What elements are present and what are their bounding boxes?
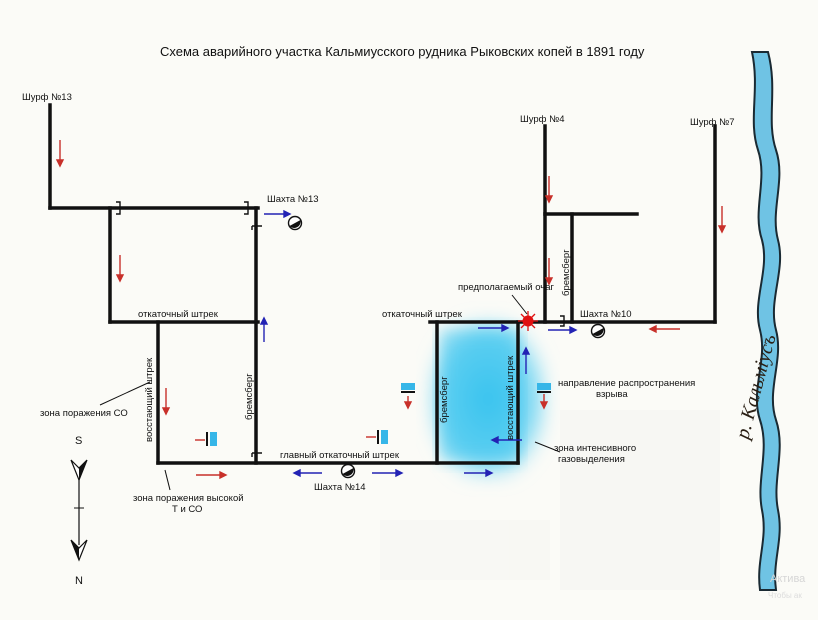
mine-workings: [48, 103, 717, 465]
label-rising-drift-left: восстающий штрек: [144, 357, 155, 442]
shaft-13-symbol: [287, 215, 303, 231]
fan-marker-icon: [401, 383, 415, 393]
watermark-activation-hint: Чтобы ак: [768, 591, 802, 600]
label-zona-co: зона поражения СО: [40, 408, 128, 419]
explosion-icon: [518, 311, 538, 331]
red-arrow-icon: [403, 396, 413, 410]
label-bremsberg-right: бремсберг: [561, 249, 572, 296]
background-ghost: [380, 410, 720, 590]
compass-label-n: N: [75, 575, 83, 587]
pointer-lines: [99, 294, 561, 491]
blue-arrows: [259, 209, 578, 478]
blue-arrow-icon: [264, 209, 292, 219]
blue-arrow-icon: [292, 468, 322, 478]
fan-marker-icon: [537, 383, 551, 393]
label-shurf-4: Шурф №4: [520, 114, 565, 125]
red-arrow-icon: [161, 388, 171, 416]
compass-label-s: S: [75, 435, 82, 447]
compass-icon: [70, 459, 88, 562]
label-shakhta-14: Шахта №14: [314, 482, 366, 493]
diagram-title: Схема аварийного участка Кальмиусского р…: [160, 44, 645, 59]
label-haulage-drift-right: откаточный штрек: [382, 309, 463, 320]
blue-arrow-icon: [464, 468, 494, 478]
red-arrow-icon: [544, 176, 554, 204]
label-rising-drift-right: восстающий штрек: [505, 355, 516, 440]
shaft-10-symbol: [590, 323, 606, 339]
red-arrows: [55, 140, 727, 480]
label-gas-2: газовыделения: [558, 454, 625, 465]
label-shurf-7: Шурф №7: [690, 117, 735, 128]
blue-arrow-icon: [372, 468, 404, 478]
label-gas-1: зона интенсивного: [554, 443, 636, 454]
vent-doors: [116, 201, 565, 457]
label-bremsberg-mid: бремсберг: [439, 376, 450, 423]
red-arrow-icon: [648, 324, 680, 334]
label-zona-t-2: Т и СО: [172, 504, 202, 515]
label-zona-t-1: зона поражения высокой: [133, 493, 244, 504]
label-bremsberg-left: бремсберг: [244, 373, 255, 420]
red-arrow-icon: [544, 258, 554, 286]
gas-zone: [428, 318, 548, 480]
blue-arrow-icon: [548, 325, 578, 335]
label-shakhta-10: Шахта №10: [580, 309, 632, 320]
label-shurf-13: Шурф №13: [22, 92, 72, 103]
red-arrow-icon: [115, 255, 125, 283]
blue-arrow-icon: [490, 435, 522, 445]
red-arrow-icon: [539, 394, 549, 410]
watermark-activation: Актива: [770, 573, 806, 585]
blue-arrow-icon: [478, 323, 510, 333]
fan-marker-icon: [195, 432, 217, 446]
river: [750, 51, 782, 591]
blue-arrow-icon: [259, 316, 269, 342]
label-main-drift: главный откаточный штрек: [280, 450, 400, 461]
label-explosion-2: взрыва: [596, 389, 628, 400]
blue-arrow-icon: [521, 346, 531, 374]
label-haulage-drift-left: откаточный штрек: [138, 309, 219, 320]
fan-marker-icon: [366, 430, 388, 444]
shaft-14-symbol: [340, 463, 356, 479]
label-explosion-1: направление распространения: [558, 378, 695, 389]
label-ochag: предполагаемый очаг: [458, 282, 555, 293]
red-arrow-icon: [196, 470, 228, 480]
red-arrow-icon: [55, 140, 65, 168]
label-shakhta-13: Шахта №13: [267, 194, 319, 205]
red-arrow-icon: [717, 206, 727, 234]
